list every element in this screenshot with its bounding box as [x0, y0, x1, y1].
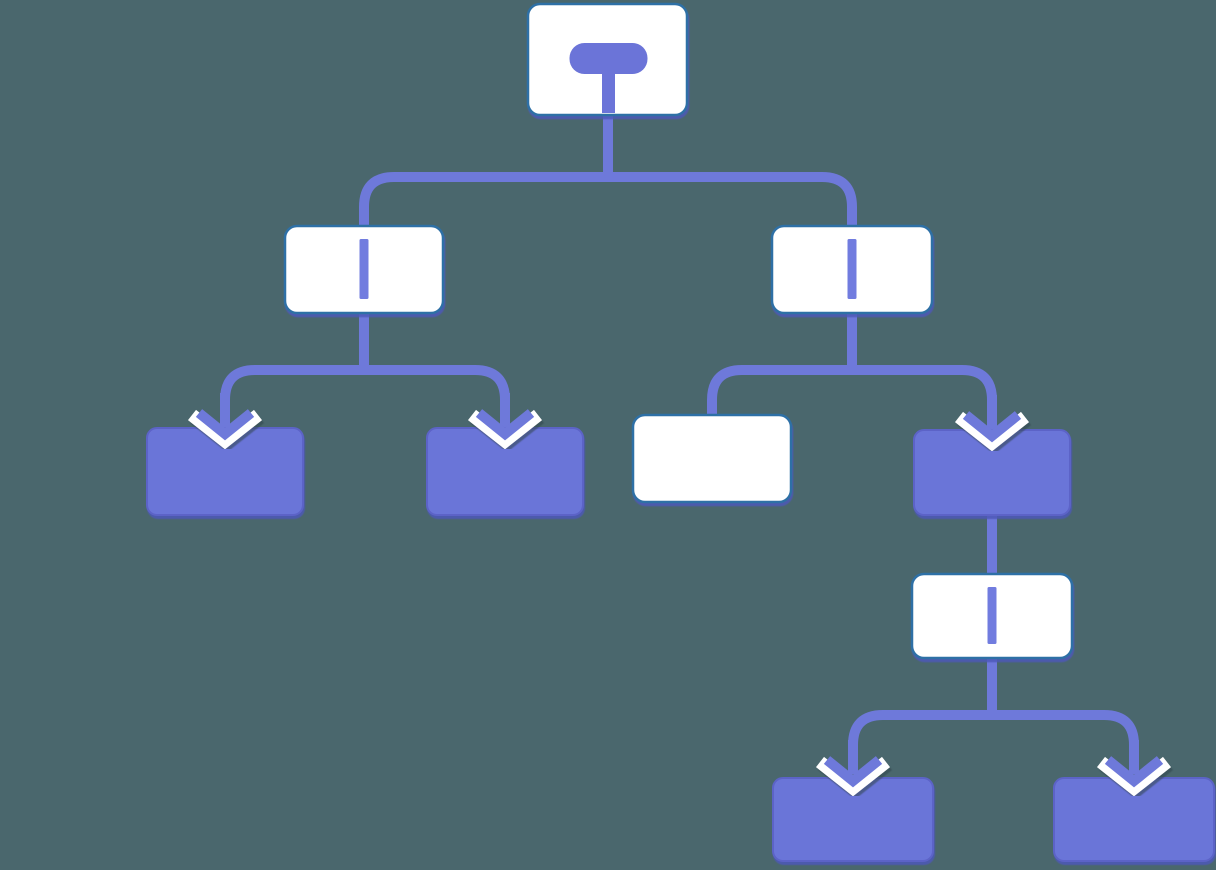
tree-root-icon [569, 43, 648, 113]
edge-bottom-bar [848, 710, 1139, 770]
divider-line-icon [359, 239, 369, 299]
arrow-down-chevron-icon [187, 393, 263, 450]
edge-right-bar [707, 365, 997, 426]
chevron-purple-arrowhead [1104, 756, 1164, 788]
chevron-purple-arrowhead [823, 756, 883, 788]
edge-left-bar [220, 365, 510, 424]
arrow-down-chevron-icon [954, 395, 1030, 452]
chevron-white-band [467, 409, 543, 450]
chevron-white-band [954, 411, 1030, 452]
child-node-right-white[interactable] [631, 413, 793, 504]
tree-root-icon-pill [569, 43, 648, 74]
divider-line-icon [987, 587, 997, 644]
chevron-white-band [187, 409, 263, 450]
arrow-down-chevron-icon [1096, 740, 1172, 797]
chevron-purple-arrowhead [195, 409, 255, 441]
chevron-white-band [1096, 756, 1172, 797]
branch-node-left[interactable] [283, 224, 445, 315]
connector-layer [220, 110, 1139, 770]
divider-line-icon [847, 239, 857, 299]
branch-node-bottom[interactable] [910, 572, 1074, 660]
arrow-layer [187, 393, 1172, 797]
arrow-down-chevron-icon [815, 740, 891, 797]
chevron-white-band [815, 756, 891, 797]
chevron-purple-arrowhead [475, 409, 535, 441]
tree-root-icon-stem [602, 72, 615, 113]
branch-node-right[interactable] [770, 224, 934, 315]
edge-level1-bar [359, 172, 857, 228]
chevron-purple-arrowhead [962, 411, 1022, 443]
child-node-right-white-card[interactable] [631, 413, 793, 504]
node-layer [146, 2, 1215, 862]
root-node[interactable] [526, 2, 689, 117]
arrow-down-chevron-icon [467, 393, 543, 450]
